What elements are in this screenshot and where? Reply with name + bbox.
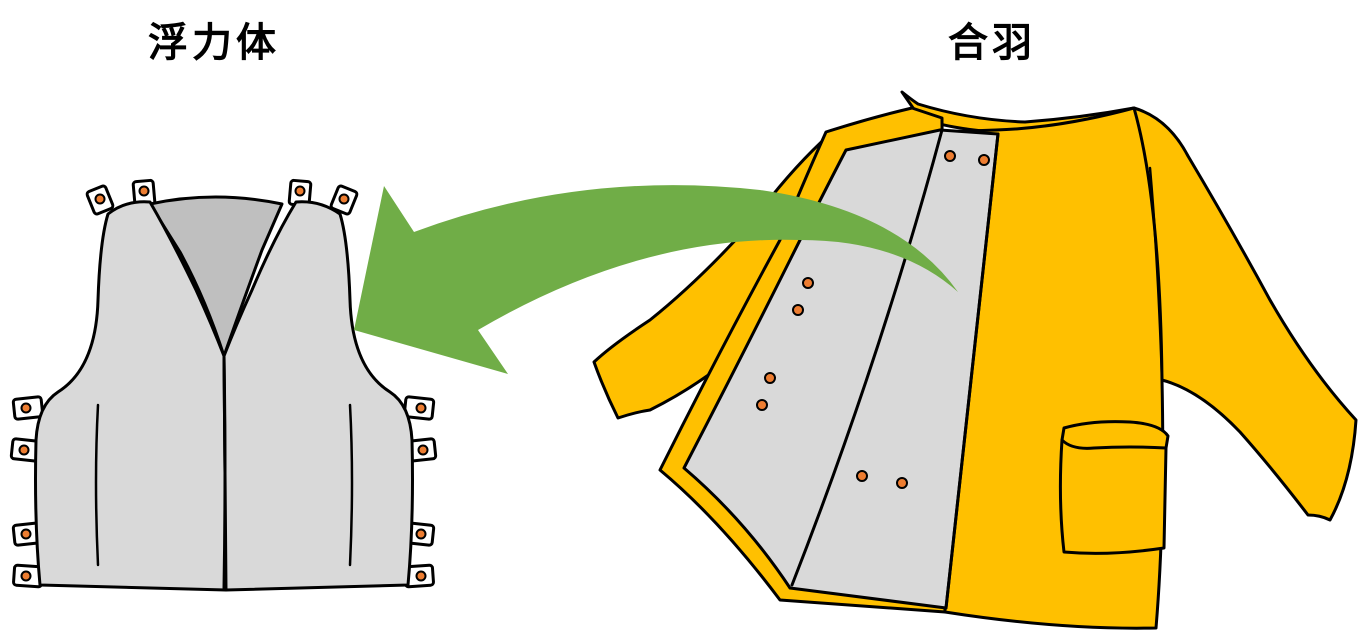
- snap-icon: [765, 373, 775, 383]
- snap-icon: [897, 478, 907, 488]
- snap-icon: [857, 471, 867, 481]
- coat-pocket-flap: [1062, 422, 1168, 449]
- flotation-vest: [11, 180, 436, 590]
- vest-tab: [13, 397, 43, 420]
- snap-icon: [803, 278, 813, 288]
- snap-icon: [945, 151, 955, 161]
- snap-icon: [793, 305, 803, 315]
- vest-zipper-line: [224, 356, 225, 588]
- rain-coat: [594, 92, 1356, 628]
- vest-tab: [86, 185, 114, 215]
- snap-icon: [757, 400, 767, 410]
- snap-icon: [979, 155, 989, 165]
- coat-right-sleeve: [1134, 108, 1356, 520]
